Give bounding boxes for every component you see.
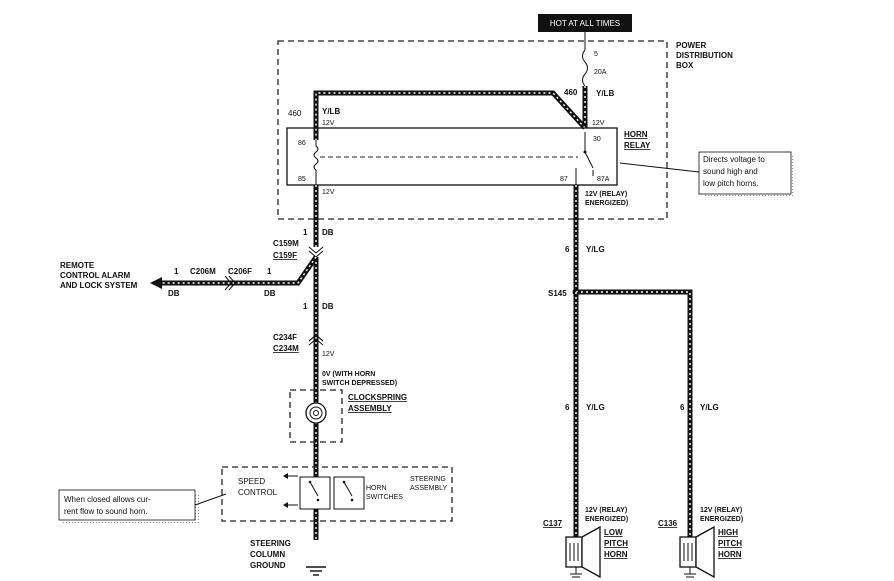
high-horn-label-3: HORN	[718, 550, 742, 559]
db-wire-number-1: 1	[303, 228, 308, 237]
horn-relay	[286, 127, 618, 186]
fuse-rating: 20A	[594, 69, 607, 76]
zero-volt-label-1: 0V (WITH HORN	[322, 371, 375, 378]
ground-label-1: STEERING	[250, 539, 291, 548]
fuse-icon	[582, 49, 588, 87]
wire6-top-color: Y/LG	[586, 245, 605, 254]
splice-s145: S145	[548, 289, 567, 298]
relay-note-line2: sound high and	[703, 167, 758, 176]
hot-at-all-times-label: HOT AT ALL TIMES	[550, 19, 620, 28]
horn-switches-label-1: HORN	[366, 485, 387, 492]
connector-c136: C136	[658, 519, 678, 528]
horn-switch-icon	[299, 476, 365, 510]
connector-c137: C137	[543, 519, 563, 528]
ground-label-2: COLUMN	[250, 550, 285, 559]
low-horn-label-2: PITCH	[604, 539, 628, 548]
remote-arrow-icon	[150, 277, 162, 289]
connector-c206m: C206M	[190, 267, 216, 276]
wire6-left-color: Y/LG	[586, 403, 605, 412]
switch-note-line2: rent flow to sound horn.	[64, 507, 148, 516]
remote-label-1: REMOTE	[60, 261, 95, 270]
color-ylb-right: Y/LB	[596, 89, 614, 98]
horn-relay-label-1: HORN	[624, 130, 648, 139]
hot-at-all-times-box	[538, 14, 632, 32]
relay-switch-icon	[584, 151, 594, 169]
horn-relay-label-2: RELAY	[624, 141, 651, 150]
connector-c234m: C234M	[273, 344, 299, 353]
relay-coil-icon	[313, 140, 319, 185]
clockspring-assembly	[289, 389, 343, 443]
relay-note	[698, 151, 792, 195]
switch-note	[58, 489, 196, 521]
low-pitch-horn-icon	[565, 525, 601, 579]
db-wire-color-1: DB	[322, 228, 334, 237]
c206-color-left: DB	[168, 289, 180, 298]
steering-assembly-label-2: ASSEMBLY	[410, 485, 448, 492]
clockspring-label-2: ASSEMBLY	[348, 404, 392, 413]
connector-c159f: C159F	[273, 251, 297, 260]
relay-pin-87a: 87A	[597, 176, 610, 183]
power-distribution-box	[277, 40, 668, 220]
circuit-460-right: 460	[564, 88, 578, 97]
relay-pin-85: 85	[298, 176, 306, 183]
remote-label-3: AND LOCK SYSTEM	[60, 281, 138, 290]
high-horn-energized-2: ENERGIZED)	[700, 516, 743, 523]
db-wire-number-2: 1	[303, 302, 308, 311]
connector-c234f: C234F	[273, 333, 297, 342]
relay-output-energized-1: 12V (RELAY)	[585, 191, 627, 198]
pdb-label-line2: DISTRIBUTION	[676, 51, 733, 60]
ground-label-3: GROUND	[250, 561, 286, 570]
circuit-460-left: 460	[288, 109, 302, 118]
low-horn-energized-2: ENERGIZED)	[585, 516, 628, 523]
c206-number-right: 1	[267, 267, 272, 276]
c206-color-right: DB	[264, 289, 276, 298]
ground-icon	[306, 566, 326, 576]
relay-note-line3: low pitch horns.	[703, 179, 759, 188]
connector-c159m: C159M	[273, 239, 299, 248]
relay-output-energized-2: ENERGIZED)	[585, 200, 628, 207]
horn-switches-label-2: SWITCHES	[366, 494, 403, 501]
low-horn-label-3: HORN	[604, 550, 628, 559]
wire6-right-number: 6	[680, 403, 685, 412]
low-horn-label-1: LOW	[604, 528, 623, 537]
speed-control-label-2: CONTROL	[238, 488, 278, 497]
zero-volt-label-2: SWITCH DEPRESSED)	[322, 380, 397, 387]
voltage-12v-pin86: 12V	[322, 120, 335, 127]
voltage-12v-pin30: 12V	[592, 120, 605, 127]
c206-number-left: 1	[174, 267, 179, 276]
voltage-12v-pin85: 12V	[322, 189, 335, 196]
relay-pin-30: 30	[593, 136, 601, 143]
pdb-label-line1: POWER	[676, 41, 706, 50]
low-horn-energized-1: 12V (RELAY)	[585, 507, 627, 514]
wire6-left-number: 6	[565, 403, 570, 412]
remote-label-2: CONTROL ALARM	[60, 271, 131, 280]
connector-c206f: C206F	[228, 267, 252, 276]
relay-pin-87: 87	[560, 176, 568, 183]
relay-note-line1: Directs voltage to	[703, 155, 765, 164]
speed-control-label-1: SPEED	[238, 477, 265, 486]
wire6-top-number: 6	[565, 245, 570, 254]
clockspring-label-1: CLOCKSPRING	[348, 393, 407, 402]
switch-note-line1: When closed allows cur-	[64, 495, 151, 504]
db-wire-color-2: DB	[322, 302, 334, 311]
high-horn-energized-1: 12V (RELAY)	[700, 507, 742, 514]
voltage-12v-c234: 12V	[322, 351, 335, 358]
pdb-label-line3: BOX	[676, 61, 694, 70]
relay-pin-86: 86	[298, 140, 306, 147]
steering-assembly	[221, 466, 453, 522]
steering-assembly-label-1: STEERING	[410, 476, 446, 483]
high-pitch-horn-icon	[679, 525, 715, 579]
clockspring-icon	[305, 402, 327, 424]
wire6-right-color: Y/LG	[700, 403, 719, 412]
high-horn-label-1: HIGH	[718, 528, 738, 537]
color-ylb-left: Y/LB	[322, 107, 340, 116]
fuse-number: 5	[594, 51, 598, 58]
high-horn-label-2: PITCH	[718, 539, 742, 548]
